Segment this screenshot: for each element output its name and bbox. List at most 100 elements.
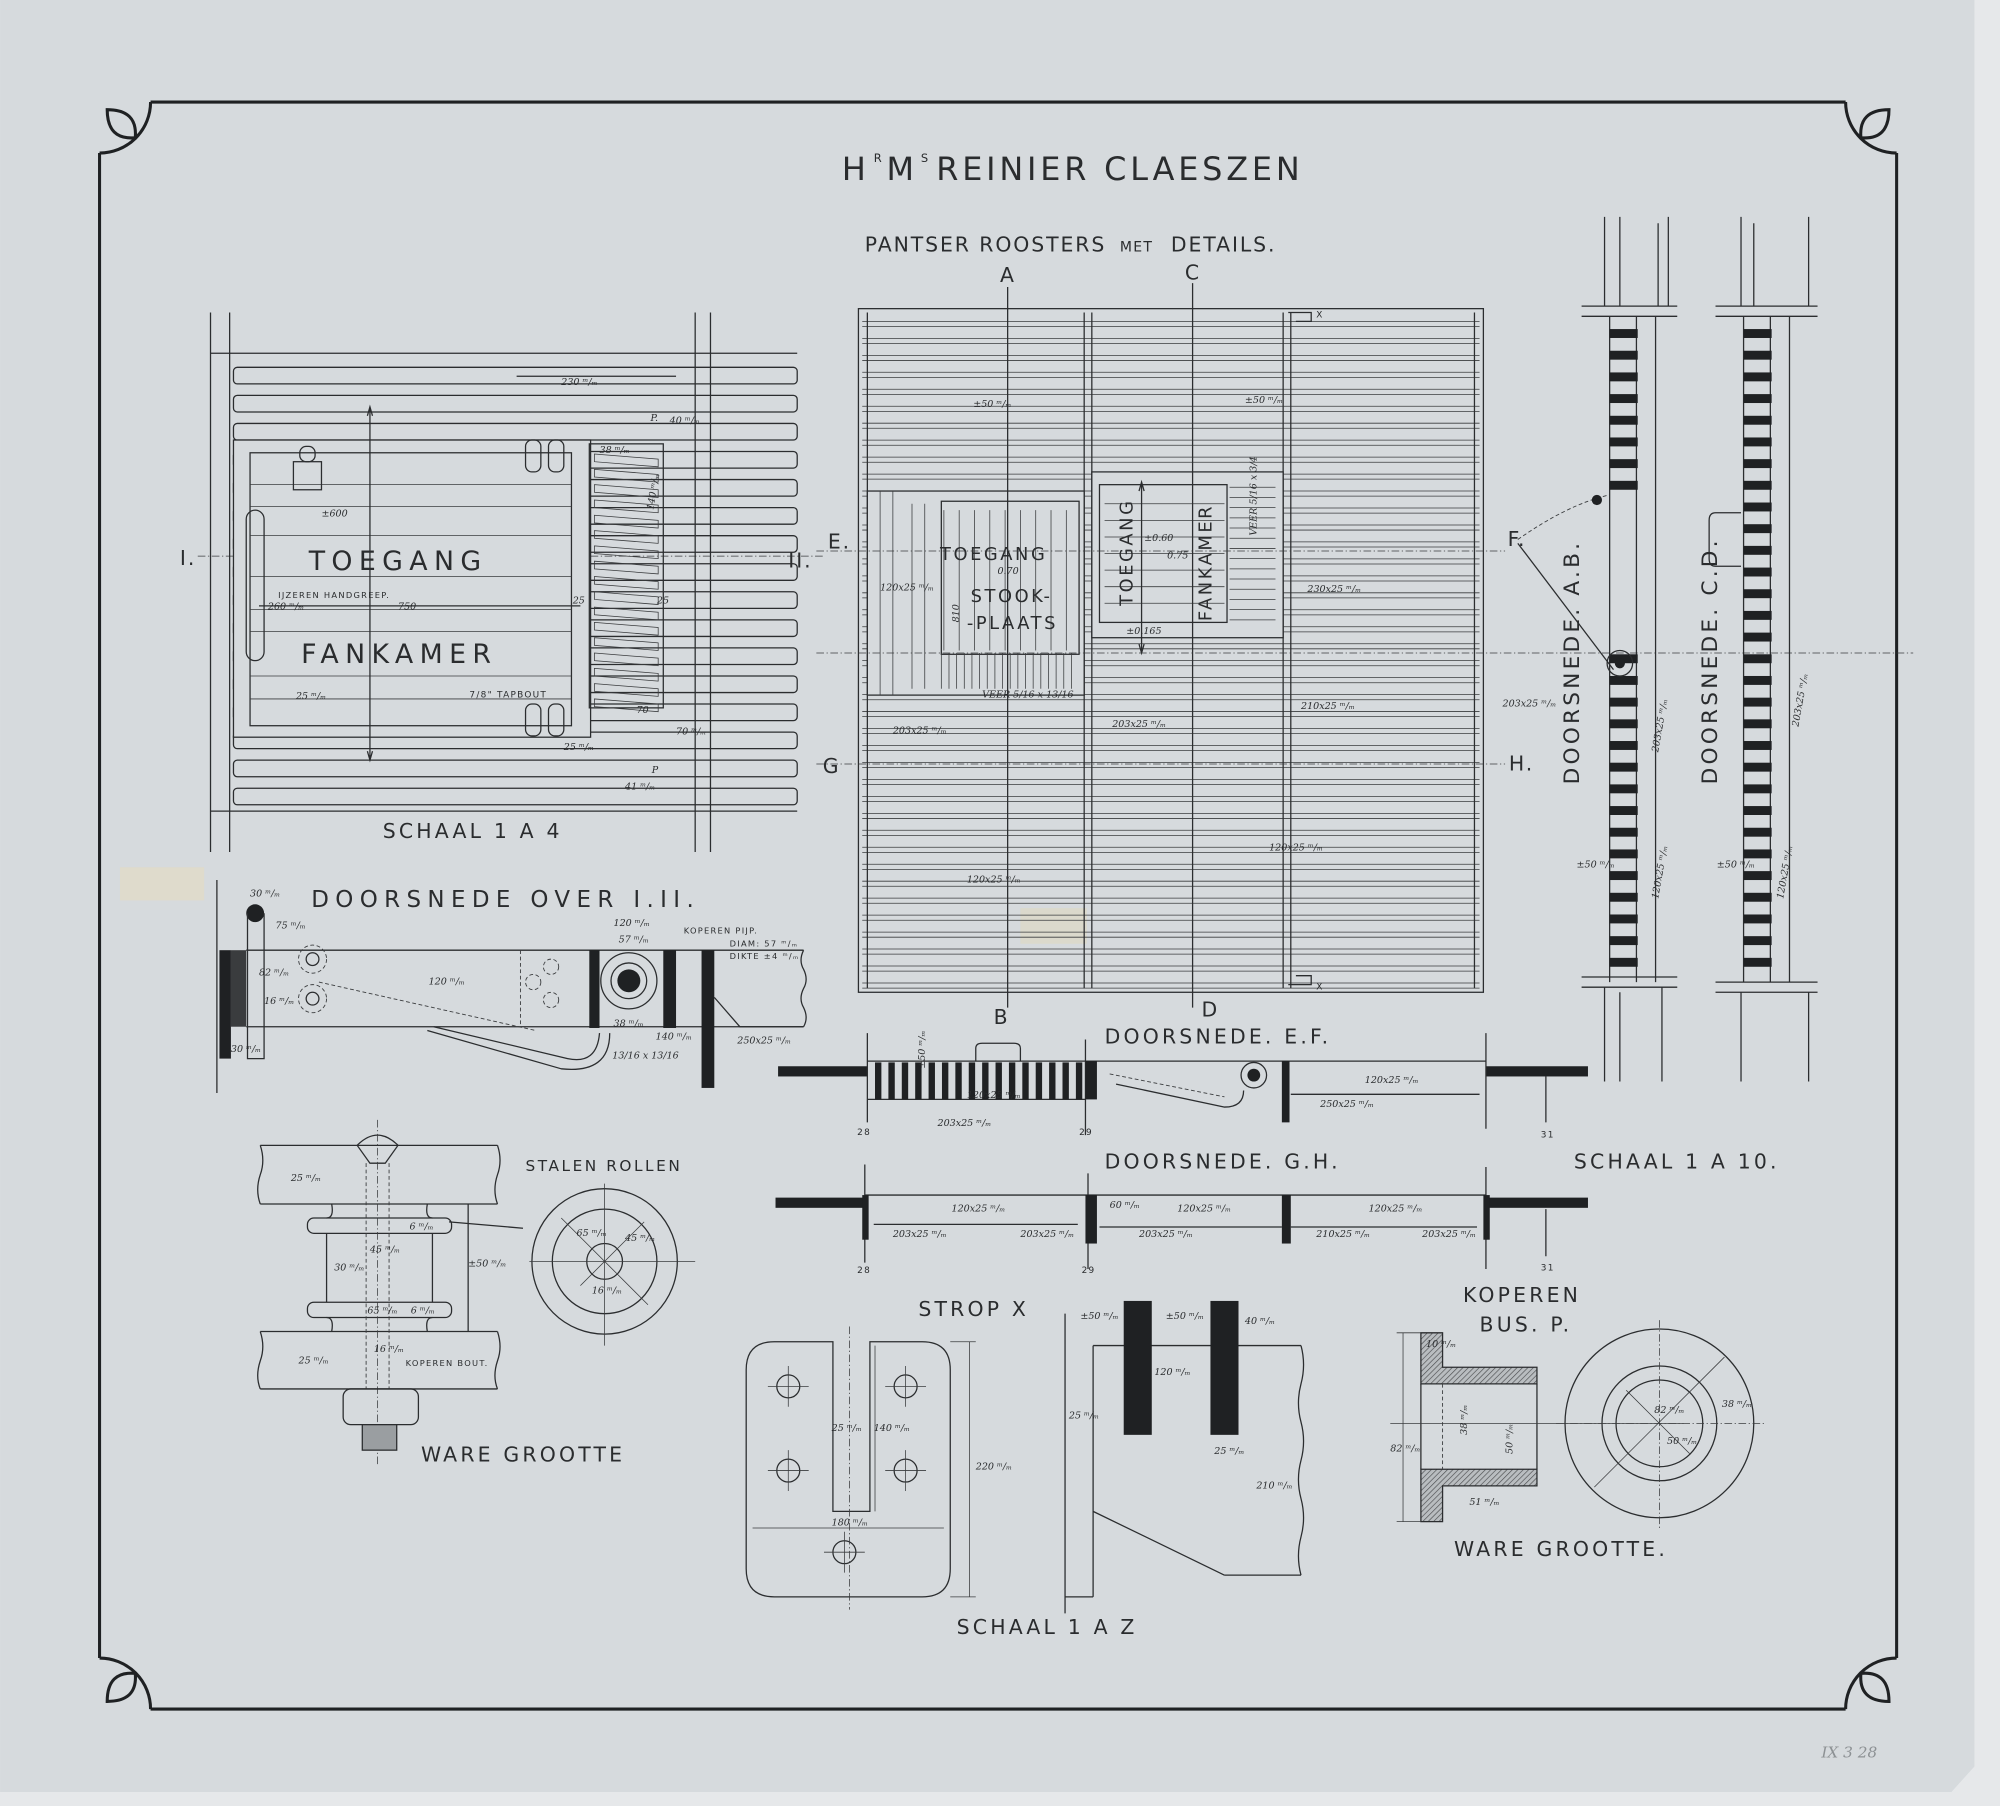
- dim-label: 750: [398, 602, 416, 613]
- section-mark-i: I.: [180, 546, 196, 570]
- scale-label: SCHAAL 1 A 4: [383, 819, 563, 843]
- bar-section: [1743, 762, 1772, 772]
- dim-label: 50 ᵐ/ₘ: [1505, 1424, 1516, 1454]
- dim-label: 203x25 ᵐ/ₘ: [892, 725, 947, 736]
- bar-section: [1743, 480, 1772, 490]
- dim-label: 140 ᵐ/ₘ: [874, 1423, 910, 1434]
- bar-section: [1743, 675, 1772, 685]
- sheet-border: [98, 100, 1899, 1711]
- bar-section: [1743, 914, 1772, 924]
- dim-label: 210x25 ᵐ/ₘ: [1315, 1229, 1370, 1240]
- bar-section: [1609, 892, 1638, 902]
- dim-label: ±50 ᵐ/ₘ: [1080, 1311, 1118, 1322]
- label-fankamer: FANKAMER: [301, 639, 497, 670]
- bar-section: [1743, 610, 1772, 620]
- grate-bar: [862, 745, 1480, 751]
- grate-bar: [232, 394, 798, 413]
- bar-section: [1743, 806, 1772, 815]
- access-door-plan: TOEGANG FANKAMER IJZEREN HANDGREEP. 7/8"…: [209, 312, 798, 852]
- dim-label: 75 ᵐ/ₘ: [276, 921, 306, 932]
- section-mark-d: D: [1202, 998, 1220, 1022]
- spring-coil: [594, 530, 659, 544]
- bar-section: [1609, 914, 1638, 924]
- dim-label: 25 ᵐ/ₘ: [290, 1173, 321, 1184]
- grate-bar: [862, 982, 1480, 989]
- bar-section: [1743, 459, 1772, 469]
- section-title: DOORSNEDE. E.F.: [1105, 1024, 1332, 1048]
- title-prefix-r: R: [874, 151, 882, 165]
- section-lines: A C B D E. F. G H. I. II.: [180, 260, 1914, 1029]
- section-mark-a: A: [1000, 263, 1016, 287]
- spring-coil: [594, 468, 659, 483]
- spring-coil: [594, 683, 659, 697]
- label-tapbout: 7/8" TAPBOUT: [469, 691, 547, 701]
- dim-label: 180 ᵐ/ₘ: [832, 1517, 868, 1528]
- dim-label: 220 ᵐ/ₘ: [975, 1461, 1012, 1472]
- dim-label: 10 ᵐ/ₘ: [1426, 1339, 1456, 1350]
- dim-label: 16 ᵐ/ₘ: [592, 1285, 622, 1296]
- frame-number: 28: [857, 1266, 871, 1276]
- grate-bar: [862, 897, 1480, 904]
- title-name: REINIER CLAESZEN: [936, 150, 1303, 188]
- section-title: DOORSNEDE. C.D.: [1698, 537, 1723, 784]
- label-toegang: TOEGANG: [308, 546, 488, 577]
- dim-label: 70 ᵐ/ₘ: [676, 727, 706, 738]
- dim-label: 51 ᵐ/ₘ: [1469, 1497, 1499, 1508]
- grate-bar: [862, 337, 1480, 344]
- dim-label: ±50 ᵐ/ₘ: [1245, 395, 1283, 406]
- bar-section: [1743, 741, 1772, 750]
- dim-label: 57 ᵐ/ₘ: [619, 935, 649, 946]
- grate-bar: [862, 965, 1480, 972]
- dim-label: 25 ᵐ/ₘ: [1213, 1446, 1244, 1457]
- title-prefix-s: S: [921, 151, 928, 165]
- scale-label: SCHAAL 1 A 10.: [1574, 1149, 1780, 1173]
- dim-label: 120x25 ᵐ/ₘ: [1269, 843, 1323, 854]
- dim-label: ±0.165: [1126, 626, 1161, 637]
- bar-section: [1609, 654, 1638, 664]
- section-title: STROP X: [918, 1297, 1029, 1321]
- strop-mark-x: X: [1316, 311, 1323, 321]
- bar-section: [1743, 589, 1772, 599]
- section-title: BUS. P.: [1480, 1313, 1573, 1337]
- copper-bush-detail: KOPEREN BUS. P. 10 ᵐ/ₘ 38 ᵐ/ₘ 50 ᵐ/ₘ 82 …: [1390, 1283, 1767, 1561]
- dim-label: 120x25 ᵐ/ₘ: [967, 875, 1021, 886]
- dim-label: 25 ᵐ/ₘ: [298, 1355, 329, 1366]
- dim-label: 25 ᵐ/ₘ: [831, 1423, 862, 1434]
- bar-section: [1743, 394, 1772, 404]
- frame-number: 31: [1541, 1131, 1555, 1141]
- grate-bar: [862, 728, 1480, 735]
- label-koperen-bout: KOPEREN BOUT.: [406, 1358, 489, 1368]
- spring-coil: [594, 453, 659, 468]
- bar-section: [888, 1062, 895, 1100]
- bar-section: [1022, 1062, 1029, 1100]
- dim-label: 203x25 ᵐ/ₘ: [892, 1229, 947, 1240]
- frame-number: 29: [1082, 1266, 1096, 1276]
- bar-section: [968, 1062, 976, 1100]
- dim-label: 120x25 ᵐ/ₘ: [1369, 1204, 1423, 1215]
- section-EF: DOORSNEDE. E.F. 28 29 31 ±50 ᵐ/ₘ 120x25 …: [778, 1024, 1588, 1141]
- centerline: [767, 1365, 809, 1407]
- dim-label: ±50 ᵐ/ₘ: [917, 1031, 928, 1069]
- dim-label: 120x25 ᵐ/ₘ: [967, 1090, 1021, 1101]
- bar-section: [1743, 502, 1772, 512]
- inset-label-toegang: TOEGANG: [939, 544, 1047, 565]
- spring-coil: [594, 499, 659, 514]
- grate-bar: [862, 846, 1480, 853]
- grate-bar: [862, 439, 1480, 446]
- section-title: KOPEREN: [1463, 1283, 1581, 1307]
- section-mark-b: B: [994, 1005, 1010, 1029]
- dim-label: 250x25 ᵐ/ₘ: [1319, 1099, 1374, 1110]
- dim-label: ±50 ᵐ/ₘ: [973, 399, 1011, 410]
- bar-section: [1609, 675, 1638, 685]
- bar-section: [1743, 632, 1772, 642]
- drawing-title: H R M S REINIER CLAESZEN: [842, 150, 1303, 188]
- dim-label: ±50 ᵐ/ₘ: [1717, 859, 1755, 870]
- dim-label: 260 ᵐ/ₘ: [267, 602, 304, 613]
- section-I-II: DOORSNEDE OVER I.II. 30 ᵐ/ₘ 75 ᵐ/ₘ 82 ᵐ/…: [216, 880, 807, 1094]
- drawing-subtitle: PANTSER ROOSTERS MET DETAILS.: [865, 232, 1275, 256]
- spring-coil: [594, 576, 659, 590]
- grate-bar: [862, 422, 1480, 429]
- frame-number: 29: [1079, 1128, 1093, 1138]
- dim-label: 16 ᵐ/ₘ: [264, 996, 294, 1007]
- dim-label: ±50 ᵐ/ₘ: [1166, 1311, 1204, 1322]
